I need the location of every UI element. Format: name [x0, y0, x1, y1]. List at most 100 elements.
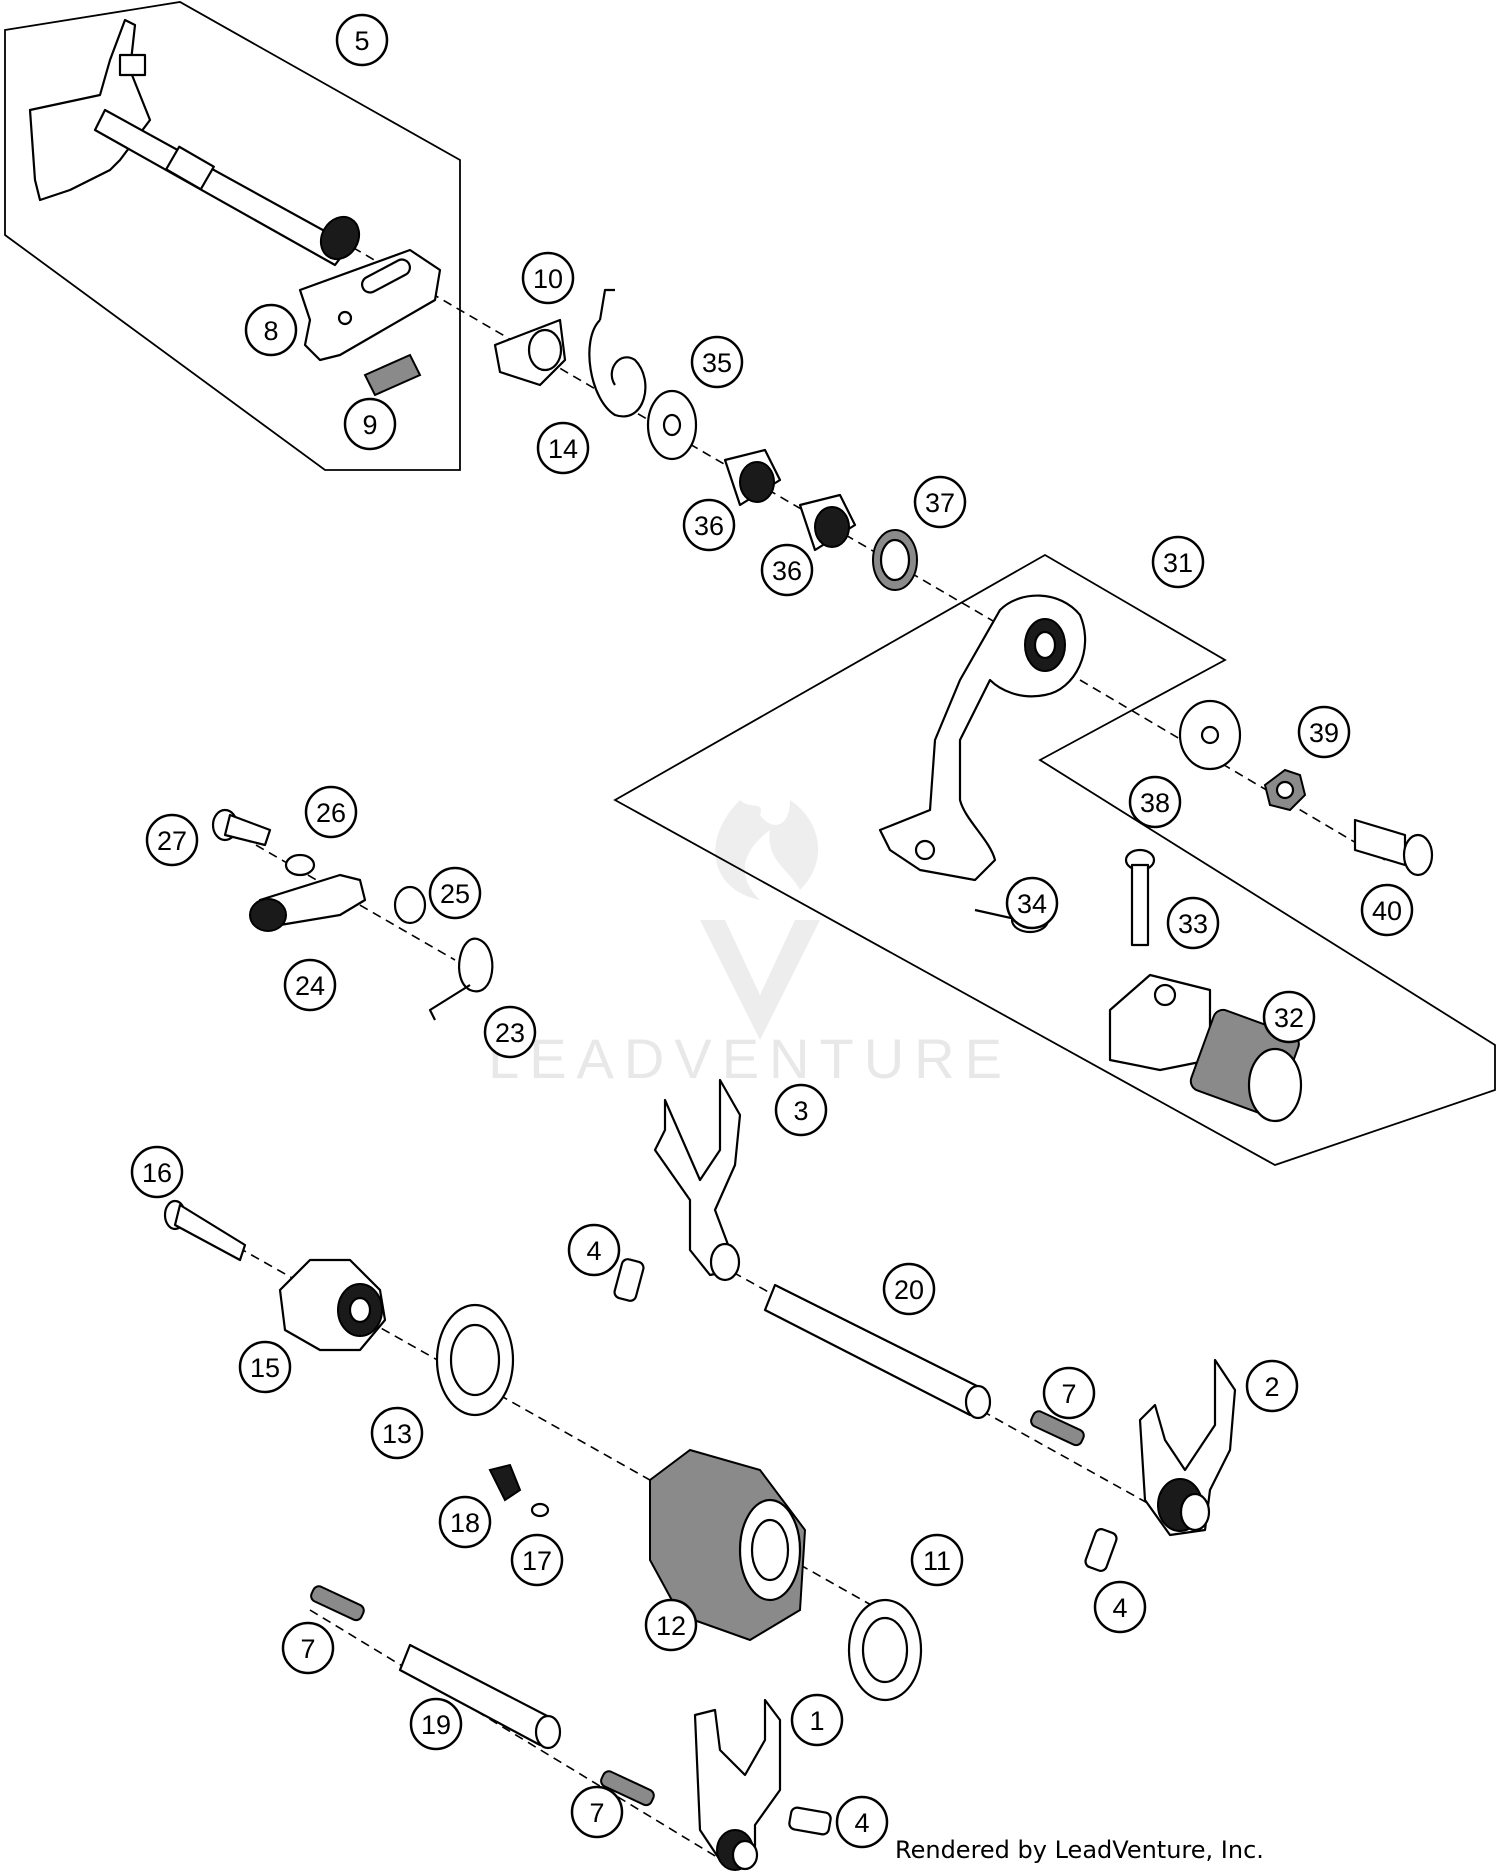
callout-14-label: 14	[548, 434, 578, 464]
drum-12	[649, 1448, 807, 1642]
callout-7b-label: 7	[300, 1634, 315, 1664]
callout-34-label: 34	[1017, 889, 1047, 919]
bearing-13	[435, 1303, 515, 1417]
bolt-16	[163, 1199, 247, 1262]
callout-33-label: 33	[1178, 909, 1208, 939]
callout-35-label: 35	[702, 348, 732, 378]
callout-12-label: 12	[656, 1611, 686, 1641]
callout-11: 11	[910, 1533, 964, 1587]
bearing-36a	[723, 448, 782, 507]
callout-4c-label: 4	[854, 1808, 869, 1838]
callout-5: 5	[335, 13, 389, 67]
pin-4a	[613, 1258, 645, 1302]
callout-38: 38	[1128, 775, 1182, 829]
callout-1-label: 1	[809, 1706, 824, 1736]
callout-4c: 4	[835, 1795, 889, 1849]
callout-25: 25	[428, 866, 482, 920]
callout-18-label: 18	[450, 1508, 480, 1538]
callout-14: 14	[536, 421, 590, 475]
callout-19: 19	[409, 1697, 463, 1751]
bolt-27	[211, 808, 272, 847]
callout-13-label: 13	[382, 1419, 412, 1449]
callout-2-label: 2	[1264, 1372, 1279, 1402]
callout-4a: 4	[567, 1223, 621, 1277]
spring-23	[428, 937, 494, 1021]
callout-24-label: 24	[295, 971, 325, 1001]
nut-39	[1263, 768, 1307, 812]
callout-34: 34	[1005, 876, 1059, 930]
callout-31: 31	[1151, 535, 1205, 589]
callout-4a-label: 4	[586, 1236, 601, 1266]
callout-27: 27	[145, 813, 199, 867]
callout-39-label: 39	[1309, 718, 1339, 748]
callout-18: 18	[438, 1495, 492, 1549]
fork-3	[653, 1078, 742, 1282]
callout-33: 33	[1166, 896, 1220, 950]
callout-40: 40	[1360, 883, 1414, 937]
segment-15	[278, 1258, 387, 1352]
callout-26: 26	[304, 785, 358, 839]
callout-8-label: 8	[263, 316, 278, 346]
callout-32: 32	[1262, 990, 1316, 1044]
lever-24	[249, 873, 367, 932]
callout-8: 8	[244, 303, 298, 357]
callout-10-label: 10	[533, 264, 563, 294]
pin-4b	[1084, 1528, 1118, 1572]
callout-23-label: 23	[495, 1018, 525, 1048]
callout-17-label: 17	[522, 1546, 552, 1576]
callout-25-label: 25	[440, 879, 470, 909]
fork-2	[1138, 1358, 1237, 1537]
roller-25	[393, 885, 427, 925]
callout-4b: 4	[1093, 1580, 1147, 1634]
pin-4c	[788, 1806, 832, 1836]
fork-1	[693, 1698, 782, 1871]
callout-13: 13	[370, 1406, 424, 1460]
callout-31-label: 31	[1163, 548, 1193, 578]
leadventure-watermark: LEADVENTURE	[488, 800, 1012, 1090]
pawl-10	[493, 318, 567, 387]
spring-9	[363, 353, 422, 397]
washer-38	[1178, 699, 1242, 771]
callout-3-label: 3	[793, 1096, 808, 1126]
callout-3: 3	[774, 1083, 828, 1137]
shift-shaft	[28, 18, 361, 267]
watermark-text: LEADVENTURE	[488, 1027, 1012, 1090]
shift-lever	[878, 594, 1087, 882]
callout-27-label: 27	[157, 826, 187, 856]
callout-20: 20	[882, 1262, 936, 1316]
render-credit: Rendered by LeadVenture, Inc.	[895, 1836, 1264, 1864]
callout-36a-label: 36	[694, 511, 724, 541]
callout-7b: 7	[281, 1621, 335, 1675]
bearing-11	[847, 1598, 923, 1702]
callout-1: 1	[790, 1693, 844, 1747]
spring-7b	[310, 1585, 365, 1622]
callout-11-label: 11	[923, 1546, 951, 1576]
spring-14	[588, 288, 647, 418]
callout-40-label: 40	[1372, 896, 1402, 926]
callout-7a: 7	[1042, 1366, 1096, 1420]
callout-36b-label: 36	[772, 556, 802, 586]
washer-35	[646, 389, 698, 461]
callout-36a: 36	[682, 498, 736, 552]
pin-33	[1124, 848, 1156, 947]
callout-26-label: 26	[316, 798, 346, 828]
callout-12: 12	[644, 1598, 698, 1652]
spring-7a	[1030, 1410, 1085, 1447]
group-frames	[4, 1, 1496, 1166]
callout-19-label: 19	[421, 1710, 451, 1740]
callout-32-label: 32	[1274, 1003, 1304, 1033]
callout-38-label: 38	[1140, 788, 1170, 818]
callout-15: 15	[238, 1340, 292, 1394]
callout-5-label: 5	[354, 26, 369, 56]
callout-17: 17	[510, 1533, 564, 1587]
callout-9: 9	[343, 397, 397, 451]
bolt-40	[1353, 818, 1434, 877]
callout-20-label: 20	[894, 1275, 924, 1305]
callout-37-label: 37	[925, 488, 955, 518]
spring-7c	[600, 1770, 655, 1807]
callout-39: 39	[1297, 705, 1351, 759]
callout-4b-label: 4	[1112, 1593, 1127, 1623]
callout-7c: 7	[570, 1785, 624, 1839]
callout-36b: 36	[760, 543, 814, 597]
